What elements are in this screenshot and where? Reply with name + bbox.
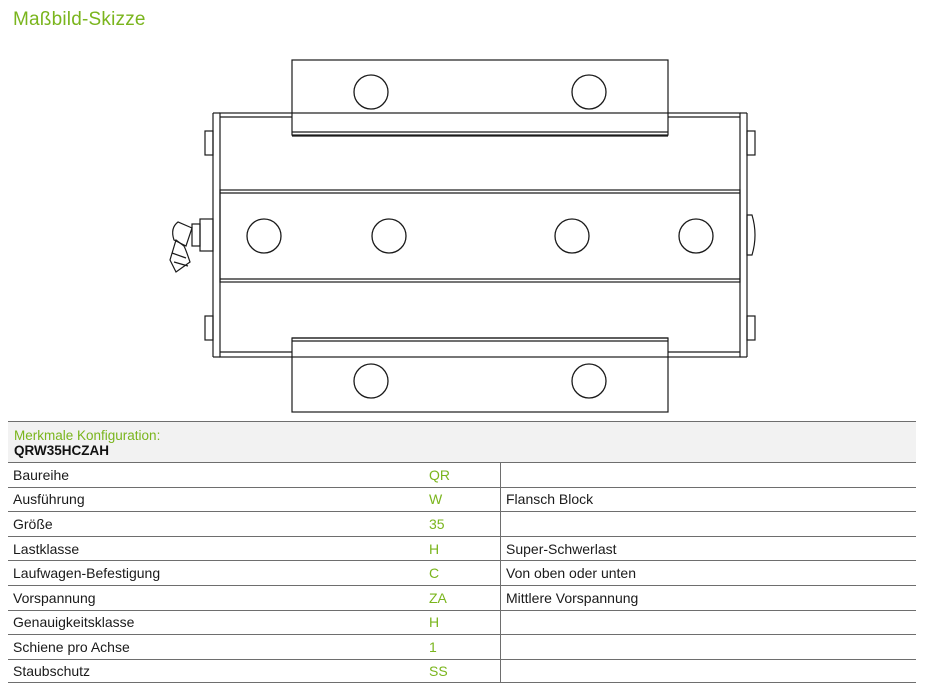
feature-name: Vorspannung [13,589,96,606]
feature-name: Staubschutz [13,663,91,680]
rail [219,189,741,283]
feature-name: Baureihe [13,466,70,483]
dimension-drawing [169,59,756,413]
page-title: Maßbild-Skizze [13,9,146,30]
table-row: Vorspannung ZA Mittlere Vorspannung [8,584,916,610]
table-row: Baureihe QR [8,462,916,487]
table-row: Schiene pro Achse 1 [8,634,916,659]
feature-description: Von oben oder unten [500,561,916,585]
feature-description [500,463,916,487]
feature-description: Super-Schwerlast [500,536,916,561]
mount-hole [571,74,607,110]
feature-description [500,512,916,536]
table-row: Ausführung W Flansch Block [8,486,916,512]
rail-hole [246,218,282,254]
feature-name: Größe [13,515,53,532]
configuration-code: QRW35HCZAH [14,443,110,458]
feature-name: Schiene pro Achse [13,638,130,655]
feature-description [500,659,916,683]
feature-code: 1 [429,638,437,655]
configuration-header: Merkmale Konfiguration: QRW35HCZAH [8,421,916,462]
table-row: Staubschutz SS [8,658,916,684]
feature-code: ZA [429,589,447,606]
flange-top [291,59,669,136]
feature-description: Flansch Block [500,487,916,512]
feature-description: Mittlere Vorspannung [500,585,916,610]
feature-code: 35 [429,515,445,532]
mount-hole [353,363,389,399]
mount-hole [353,74,389,110]
mount-hole [571,363,607,399]
feature-description [500,610,916,635]
feature-code: H [429,614,440,631]
table-row: Lastklasse H Super-Schwerlast [8,535,916,561]
feature-description [500,635,916,659]
rail-hole [678,218,714,254]
feature-name: Laufwagen-Befestigung [13,565,161,582]
feature-code: H [429,540,440,557]
feature-name: Ausführung [13,491,85,508]
table-row: Laufwagen-Befestigung C Von oben oder unte… [8,560,916,585]
configuration-table: Merkmale Konfiguration: QRW35HCZAH Baure… [8,421,916,684]
table-row: Genauigkeitsklasse H [8,609,916,635]
rail-hole [371,218,407,254]
feature-code: C [429,565,440,582]
configuration-heading: Merkmale Konfiguration: [14,428,161,443]
table-row: Größe 35 [8,511,916,536]
flange-bottom [291,337,669,413]
rail-hole [554,218,590,254]
feature-name: Lastklasse [13,540,80,557]
carriage-body [219,112,741,358]
feature-code: SS [429,663,448,680]
feature-name: Genauigkeitsklasse [13,614,135,631]
feature-code: W [429,491,443,508]
feature-code: QR [429,466,450,483]
